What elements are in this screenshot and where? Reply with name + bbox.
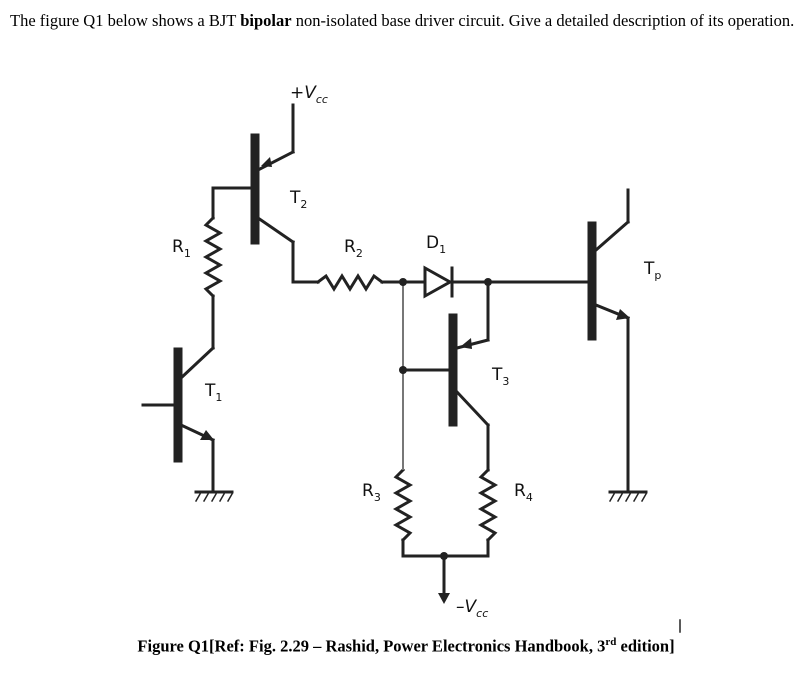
t2-arrow: [261, 157, 272, 167]
t2-collector: [255, 149, 296, 173]
r1-resistor: [202, 215, 224, 299]
t3-arrow: [460, 338, 472, 349]
vcc-neg-label: –Vcc: [456, 597, 488, 620]
r3-resistor: [392, 467, 414, 543]
t1-collector: [178, 345, 216, 381]
t3-label: T3: [491, 365, 509, 388]
d1-diode: [423, 265, 454, 299]
figure-caption: Figure Q1[Ref: Fig. 2.29 – Rashid, Power…: [0, 636, 812, 657]
ground-t1-symbol: [194, 490, 234, 503]
node-t3-base: [399, 366, 407, 374]
question-text-start: The figure Q1 below shows a BJT: [10, 11, 241, 30]
r1-label: R1: [172, 237, 191, 260]
vcc-pos-label: +Vcc: [290, 83, 328, 106]
node-r2-d1: [399, 278, 407, 286]
node-d1-t3: [484, 278, 492, 286]
t1-arrow: [200, 430, 214, 440]
caption-end: edition]: [616, 636, 675, 656]
t2-label: T2: [289, 188, 307, 211]
t2-emitter: [255, 215, 296, 245]
tp-arrow: [616, 309, 630, 320]
tp-label: Tp: [643, 259, 661, 282]
t3-emitter: [454, 389, 491, 428]
r3-label: R3: [362, 481, 381, 504]
r4-resistor: [477, 467, 499, 543]
question-text-end: non-isolated base driver circuit. Give a…: [291, 11, 795, 30]
vcc-neg-arrow: [438, 593, 450, 604]
tp-collector: [593, 219, 631, 253]
d1-label: D1: [426, 233, 446, 256]
r2-label: R2: [344, 237, 363, 260]
r4-label: R4: [514, 481, 533, 504]
node-bottom: [440, 552, 448, 560]
ground-tp-symbol: [608, 490, 648, 503]
question-bold-word: bipolar: [240, 11, 292, 30]
question-text: The figure Q1 below shows a BJT bipolar …: [10, 10, 800, 32]
caption-main: Figure Q1[Ref: Fig. 2.29 – Rashid, Power…: [137, 636, 606, 656]
r2-resistor: [315, 273, 385, 292]
caption-sup: rd: [605, 636, 617, 648]
t1-label: T1: [204, 381, 222, 404]
